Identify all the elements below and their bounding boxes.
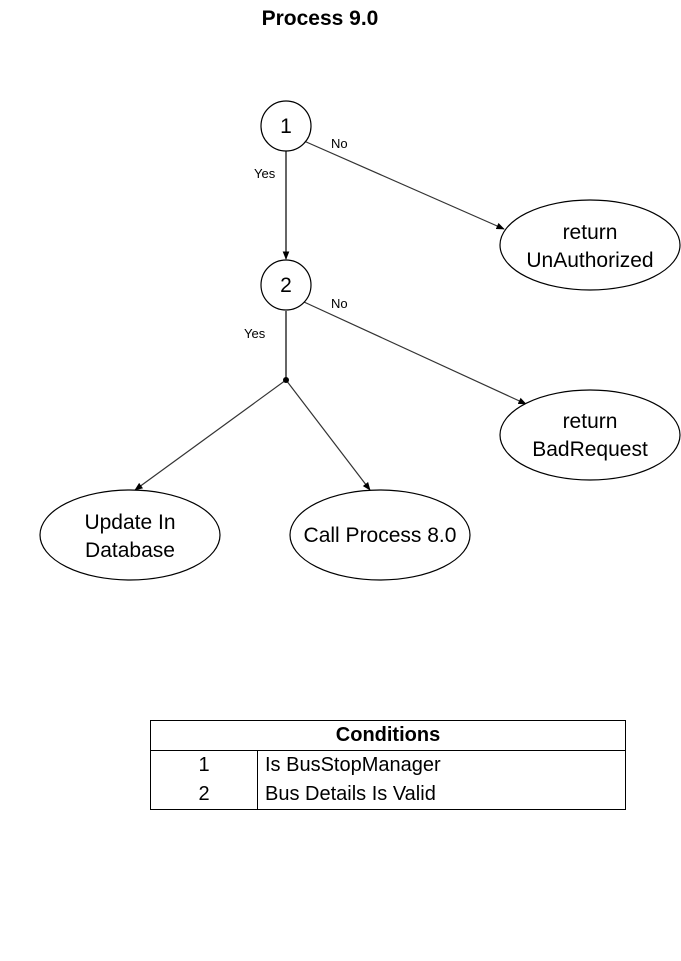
condition-id: 2 [150,780,258,810]
terminal-unauthorized-line2: UnAuthorized [526,249,653,272]
conditions-row: 2 Bus Details Is Valid [150,780,626,810]
decision-node-2-label: 2 [280,274,292,297]
conditions-table: Conditions 1 Is BusStopManager 2 Bus Det… [150,720,626,810]
terminal-update-database-line2: Database [85,539,175,562]
decision-node-2 [260,259,312,311]
terminal-badrequest-line1: return [563,410,618,433]
edge-d1-to-unauthorized [303,140,505,230]
edge-label-d1-yes: Yes [254,166,276,181]
conditions-row: 1 Is BusStopManager [150,750,626,780]
terminal-call-process [289,489,471,581]
diagram-title: Process 9.0 [261,7,379,30]
decision-node-1 [260,100,312,152]
terminal-update-database-line1: Update In [84,511,175,534]
edge-label-d2-no: No [331,296,348,311]
decision-node-1-label: 1 [280,115,292,138]
terminal-unauthorized-line1: return [563,221,618,244]
edge-d2-to-badrequest [303,301,527,405]
condition-text: Is BusStopManager [257,750,626,780]
terminal-call-process-label: Call Process 8.0 [304,524,457,547]
terminal-badrequest-line2: BadRequest [532,438,648,461]
edge-label-d2-yes: Yes [244,326,266,341]
junction-point [283,377,289,383]
conditions-header: Conditions [150,720,626,751]
edge-junction-to-update [134,379,287,491]
condition-text: Bus Details Is Valid [257,780,626,810]
terminal-badrequest [499,389,681,481]
edge-label-d1-no: No [331,136,348,151]
edge-junction-to-call [285,379,371,491]
condition-id: 1 [150,750,258,780]
terminal-unauthorized [499,199,681,291]
terminal-update-database [39,489,221,581]
